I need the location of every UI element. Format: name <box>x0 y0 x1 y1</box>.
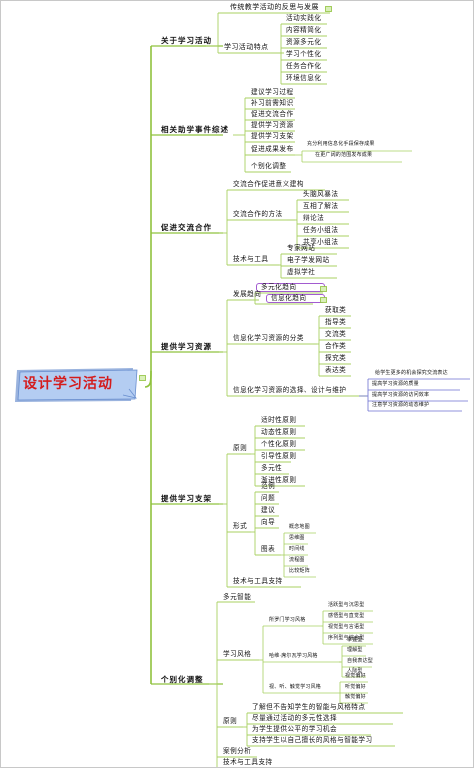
event-item[interactable]: 建议学习过程 <box>251 88 294 96</box>
branch-resources[interactable]: 提供学习资源 <box>161 342 212 351</box>
class-item[interactable]: 交流类 <box>325 330 347 338</box>
branch-scaffold[interactable]: 提供学习支架 <box>161 494 212 503</box>
style-hm[interactable]: 哈维·席尔瓦学习风格 <box>269 653 318 659</box>
topic-reflection[interactable]: 传统教学活动的反思与发展 <box>230 3 319 11</box>
note-icon <box>320 286 327 292</box>
style-kolb[interactable]: 所罗门学习风格 <box>269 617 306 623</box>
chart-item[interactable]: 概念地图 <box>289 524 310 530</box>
class-item[interactable]: 获取类 <box>325 306 347 314</box>
hm-item[interactable]: 掌握型 <box>347 637 363 643</box>
personal-style[interactable]: 学习风格 <box>223 650 252 658</box>
kolb-item[interactable]: 视觉型与言语型 <box>328 624 365 630</box>
event-item[interactable]: 提供学习支架 <box>251 132 294 140</box>
vak-item[interactable]: 触觉偏好 <box>345 694 366 700</box>
form-item[interactable]: 向导 <box>261 518 276 526</box>
tool-item[interactable]: 电子学发网站 <box>287 256 330 264</box>
trait-item[interactable]: 学习个性化 <box>286 50 322 58</box>
chart-item[interactable]: 思维图 <box>289 535 305 541</box>
personal-principle[interactable]: 原则 <box>223 717 238 725</box>
personal-principle-item[interactable]: 为学生提供公平的学习机会 <box>252 725 338 733</box>
select-item[interactable]: 提高学习资源的访问效率 <box>372 392 430 398</box>
principle-item[interactable]: 个性化原则 <box>261 440 297 448</box>
trend-item[interactable]: 多元化趋向 <box>261 283 297 291</box>
branch-communicate[interactable]: 促进交流合作 <box>161 223 212 232</box>
scaffold-tools[interactable]: 技术与工具支持 <box>233 577 283 585</box>
class-item[interactable]: 表达类 <box>325 366 347 374</box>
form-item[interactable]: 建议 <box>261 506 276 514</box>
scaffold-principle[interactable]: 原则 <box>233 444 248 452</box>
note-icon <box>139 375 146 381</box>
principle-item[interactable]: 适时性原则 <box>261 416 297 424</box>
vak-item[interactable]: 听觉偏好 <box>345 684 366 690</box>
method-item[interactable]: 辩论法 <box>303 214 325 222</box>
vak-item[interactable]: 视觉偏好 <box>345 673 366 679</box>
select-item[interactable]: 注意学习资源的动态维护 <box>372 402 430 408</box>
chart-item[interactable]: 比较矩阵 <box>289 568 310 574</box>
method-item[interactable]: 任务小组法 <box>303 226 339 234</box>
method-item[interactable]: 共享小组法 <box>303 238 339 246</box>
hm-item[interactable]: 理解型 <box>347 647 363 653</box>
personal-principle-item[interactable]: 了解但不告知学生的智能与风格特点 <box>252 703 366 711</box>
personal-principle-item[interactable]: 支持学生以自己擅长的风格与智能学习 <box>252 736 373 744</box>
branch-events[interactable]: 相关助学事件综述 <box>161 125 229 134</box>
class-item[interactable]: 合作类 <box>325 342 347 350</box>
note-icon <box>320 297 327 303</box>
hm-item[interactable]: 自我表达型 <box>347 658 374 664</box>
method-item[interactable]: 互相了解法 <box>303 202 339 210</box>
principle-item[interactable]: 动态性原则 <box>261 428 297 436</box>
tool-item[interactable]: 虚拟学社 <box>287 268 316 276</box>
class-item[interactable]: 指导类 <box>325 318 347 326</box>
form-chart[interactable]: 图表 <box>261 545 276 553</box>
chart-item[interactable]: 时间线 <box>289 546 305 552</box>
scaffold-form[interactable]: 形式 <box>233 522 248 530</box>
kolb-item[interactable]: 序列型与综合型 <box>328 635 365 641</box>
trait-item[interactable]: 活动实践化 <box>286 14 322 22</box>
topic-traits[interactable]: 学习活动特点 <box>224 43 269 51</box>
event-item[interactable]: 促进交流合作 <box>251 110 294 118</box>
kolb-item[interactable]: 感悟型与直觉型 <box>328 613 365 619</box>
class-item[interactable]: 探究类 <box>325 354 347 362</box>
method-item[interactable]: 头脑风暴法 <box>303 190 339 198</box>
comm-methods[interactable]: 交流合作的方法 <box>233 210 283 218</box>
event-item[interactable]: 补习前需知识 <box>251 99 294 107</box>
comm-tools[interactable]: 技术与工具 <box>233 255 269 263</box>
form-item[interactable]: 范例 <box>261 482 276 490</box>
personal-mi[interactable]: 多元智能 <box>223 593 252 601</box>
hm-item[interactable]: 人际型 <box>347 668 363 674</box>
principle-item[interactable]: 渐进性原则 <box>261 476 297 484</box>
res-trend[interactable]: 发展趋向 <box>233 290 262 298</box>
trait-item[interactable]: 资源多元化 <box>286 38 322 46</box>
principle-item[interactable]: 引导性原则 <box>261 452 297 460</box>
personal-principle-item[interactable]: 尽量通过活动的多元性选择 <box>252 714 338 722</box>
res-select[interactable]: 信息化学习资源的选择、设计与维护 <box>233 386 347 394</box>
publish-item[interactable]: 在更广阔的范围发布成果 <box>315 152 373 158</box>
chart-item[interactable]: 流程图 <box>289 557 305 563</box>
trait-item[interactable]: 任务合作化 <box>286 62 322 70</box>
central-node-shape <box>15 368 138 402</box>
personal-case[interactable]: 案例分析 <box>223 747 252 755</box>
branch-about-activity[interactable]: 关于学习活动 <box>161 36 212 45</box>
tool-item[interactable]: 专家网站 <box>287 244 316 252</box>
note-icon <box>325 6 332 12</box>
kolb-item[interactable]: 活跃型与沉思型 <box>328 602 365 608</box>
event-personal[interactable]: 个别化调整 <box>251 162 287 170</box>
form-item[interactable]: 问题 <box>261 494 276 502</box>
event-item[interactable]: 提供学习资源 <box>251 121 294 129</box>
trait-item[interactable]: 环境信息化 <box>286 74 322 82</box>
personal-tools[interactable]: 技术与工具支持 <box>223 758 273 766</box>
comm-meaning[interactable]: 交流合作促进意义建构 <box>233 180 304 188</box>
principle-item[interactable]: 多元性 <box>261 464 283 472</box>
trend-item[interactable]: 信息化趋向 <box>271 294 307 302</box>
select-item[interactable]: 提高学习资源的质量 <box>372 381 419 387</box>
select-item[interactable]: 给学生更多的机会探究交流表达 <box>375 370 448 376</box>
branch-personal[interactable]: 个别化调整 <box>161 675 204 684</box>
style-vak[interactable]: 视、听、触觉学习风格 <box>269 684 322 690</box>
trait-item[interactable]: 内容精简化 <box>286 26 322 34</box>
central-topic[interactable]: 设计学习活动 <box>23 376 113 392</box>
event-publish[interactable]: 促进成果发布 <box>251 145 294 153</box>
publish-item[interactable]: 充分利用信息化手段保存成果 <box>307 141 375 147</box>
res-class[interactable]: 信息化学习资源的分类 <box>233 334 304 342</box>
